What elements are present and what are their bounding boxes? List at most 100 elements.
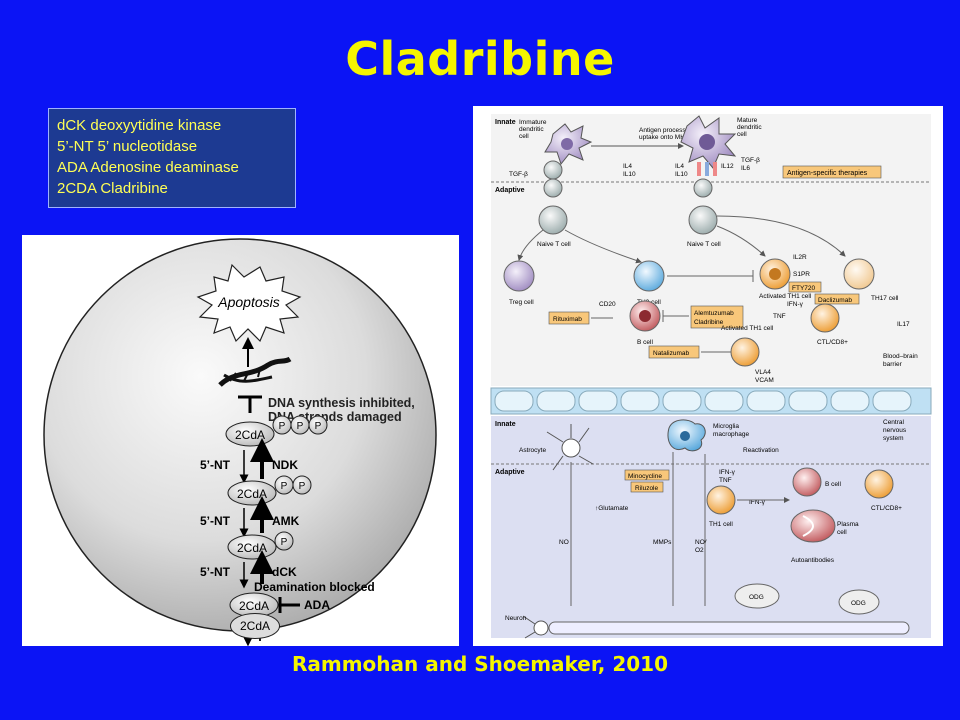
tgfb-label-right: TGF-β [741,157,760,164]
naive-t-cell-right [688,205,718,235]
il17-label: IL17 [897,321,910,328]
odg-cell-2 [838,589,880,615]
phosphate-label: P [297,421,304,432]
il4-label-left: IL4 [623,163,632,170]
cladribine-label: Cladribine [694,319,724,326]
ifng-label-cns-2: IFN-γ [749,499,766,506]
glossary-item-dck: dCK deoxyytidine kinase [57,117,222,134]
b-cell-label: B cell [637,339,653,346]
node-2cda-extracellular: 2CdA [230,613,280,639]
minocycline-label: Minocycline [628,473,662,480]
antigen-processing-label-2: uptake onto MHC II [639,134,695,141]
immature-dendritic-cell [544,123,593,166]
node-2cda-label: 2CdA [239,599,269,613]
label-5nt: 5’-NT [200,514,231,528]
s1pr-label: S1PR [793,271,810,278]
apoptosis-burst [196,263,302,343]
bbb-label-2: barrier [883,361,903,368]
no-o2-label: NO/ [695,539,707,546]
astrocyte [546,424,594,471]
phosphate-label: P [281,537,288,548]
immature-dc-label-1: Immature [519,119,547,126]
glossary-item-5nt: 5’-NT 5’ nucleotidase [57,138,198,155]
arrow-to-th2 [564,229,642,264]
phosphate-3 [308,415,328,435]
immune-diagram-svg: Innate Adaptive Immature dendritic cell … [490,114,932,639]
activated-th1-cell [759,258,791,290]
microglia-macrophage [667,419,706,452]
dna-helix-icon [218,356,292,387]
fty720-box [788,281,822,293]
th1-cell-cns-label: TH1 cell [709,521,733,528]
tnf-label-cns: TNF [719,477,732,484]
neuron-label: Neuron [505,615,527,622]
tnf-label-top: TNF [773,313,786,320]
cns-label-3: system [883,435,904,442]
label-5nt: 5’-NT [200,458,231,472]
abbreviation-glossary: dCK deoxyytidine kinase 5’-NT 5’ nucleot… [48,108,296,208]
cell-diagram-svg: Apoptosis DNA synthesis inhibited, DNA s… [43,238,437,647]
odg-label-1: ODG [749,594,764,601]
label-5nt: 5’-NT [200,565,231,579]
plasma-label-1: Plasma [837,521,859,528]
immature-dc-label-2: dendritic [519,126,544,133]
mmps-label: MMPs [653,539,672,546]
odg-label-2: ODG [851,600,866,607]
activated-th1-label-2: Activated TH1 cell [721,325,774,332]
ctl-cd8-cell-cns [864,469,894,499]
innate-label-cns: Innate [495,421,516,428]
th17-label: TH17 cell [871,295,899,302]
il12-label: IL12 [721,163,734,170]
mature-dc-label-3: cell [737,131,747,138]
riluzole-box [630,481,664,493]
naive-t-small-3 [693,178,713,198]
phosphate-label: P [299,481,306,492]
daclizumab-box [814,293,860,305]
ctl-label-top: CTL/CD8+ [817,339,848,346]
il2r-label: IL2R [793,254,807,261]
label-amk: AMK [272,514,300,528]
node-2cda-label: 2CdA [237,541,267,555]
th17-cell [843,258,875,290]
daclizumab-label: Daclizumab [818,297,852,304]
phosphate-6 [274,531,294,551]
ifng-label-top: IFN-γ [787,301,804,308]
alemtuzumab-label: Alemtuzumab [694,310,734,317]
mature-dendritic-cell [680,115,737,176]
naive-t-cell-left [538,205,568,235]
immature-dc-label-3: cell [519,133,529,140]
o2-label: O2 [695,547,704,554]
deamination-blocked-label: Deamination blocked [254,580,375,594]
ms-immunopathology-diagram: Innate Adaptive Immature dendritic cell … [473,106,943,646]
blood-brain-barrier [490,387,932,415]
apoptosis-label: Apoptosis [217,294,279,310]
adaptive-label-top: Adaptive [495,187,525,194]
phosphate-label: P [279,421,286,432]
naive-t-label-left: Naive T cell [537,241,571,248]
cd20-label: CD20 [599,301,616,308]
node-2cda-label: 2CdA [237,487,267,501]
tgfb-label-left: TGF-β [509,171,528,178]
phosphate-5 [292,475,312,495]
antigen-specific-therapies-box [782,165,882,179]
natalizumab-box [648,345,700,359]
cns-label-2: nervous [883,427,907,434]
label-ada: ADA [304,598,330,612]
slide-title: Cladribine [345,32,615,86]
citation-credit: Rammohan and Shoemaker, 2010 [291,652,669,676]
arrow-to-th1 [716,225,766,257]
ctl-cd8-cell-top [810,303,840,333]
antigen-processing-label-1: Antigen processing and [639,127,707,134]
riluzole-label: Riluzole [635,485,659,492]
naive-t-small-2 [543,178,563,198]
ctl-label-cns: CTL/CD8+ [871,505,902,512]
ifng-label-cns: IFN-γ [719,469,736,476]
il10-label-left: IL10 [623,171,636,178]
plasma-label-2: cell [837,529,847,536]
plasma-cell [790,509,836,543]
glossary-item-ada: ADA Adenosine deaminase [57,159,239,176]
phosphate-label: P [315,421,322,432]
mature-dc-label-2: dendritic [737,124,762,131]
innate-label-top: Innate [495,119,516,126]
th2-cell [633,260,665,292]
